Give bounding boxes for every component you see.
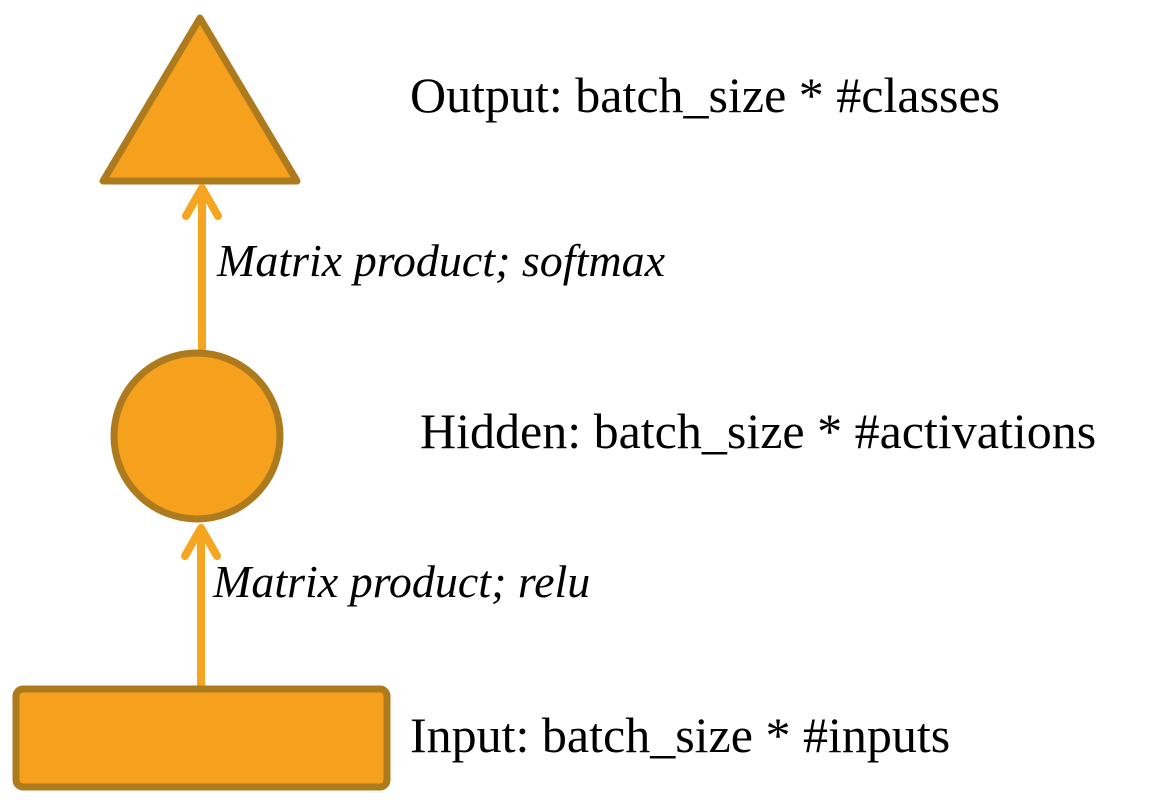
output-layer-label: Output: batch_size * #classes bbox=[410, 67, 1001, 123]
output-triangle-node bbox=[99, 14, 301, 185]
hidden-layer-label: Hidden: batch_size * #activations bbox=[420, 403, 1097, 459]
hidden-circle-node bbox=[110, 349, 284, 523]
arrow-head-icon bbox=[182, 184, 222, 220]
input-layer-label: Input: batch_size * #inputs bbox=[410, 707, 951, 763]
arrow-hidden-to-output bbox=[182, 184, 222, 352]
edge-label-softmax: Matrix product; softmax bbox=[217, 235, 666, 286]
edge-label-relu: Matrix product; relu bbox=[213, 556, 591, 607]
input-rectangle-node bbox=[12, 685, 391, 791]
arrow-head-icon bbox=[181, 524, 221, 560]
diagram-shapes bbox=[12, 14, 391, 791]
arrow-input-to-hidden bbox=[181, 524, 221, 692]
